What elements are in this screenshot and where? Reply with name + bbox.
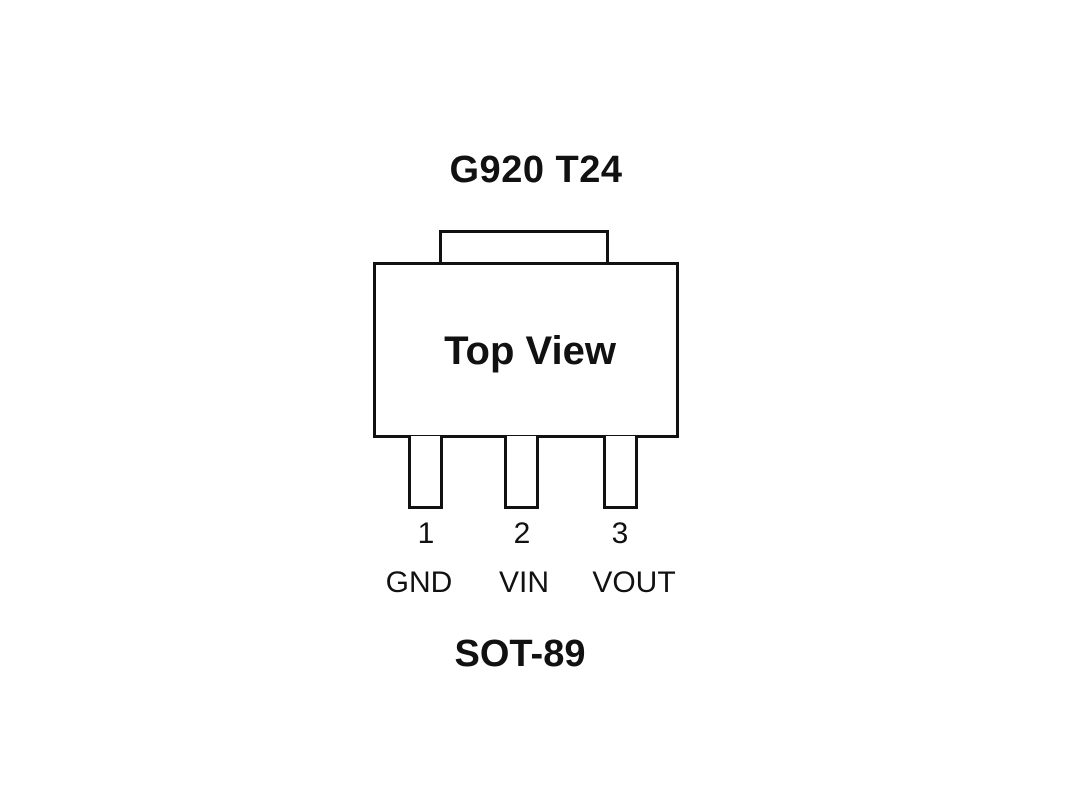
package-body: [373, 262, 679, 438]
pin-2-name: VIN: [498, 566, 549, 599]
pin-2-number: 2: [513, 517, 531, 550]
part-marking-title: G920 T24: [449, 149, 623, 191]
view-label: Top View: [444, 329, 616, 373]
pin-2-lead: [504, 436, 539, 509]
pin-1-number: 1: [417, 517, 435, 550]
pin-3-number: 3: [611, 517, 629, 550]
pin-1-lead: [408, 436, 443, 509]
package-label: SOT-89: [454, 633, 586, 675]
pin-3-lead: [603, 436, 638, 509]
pin-1-name: GND: [385, 566, 453, 599]
pin-3-name: VOUT: [592, 566, 676, 599]
package-tab: [439, 230, 609, 263]
